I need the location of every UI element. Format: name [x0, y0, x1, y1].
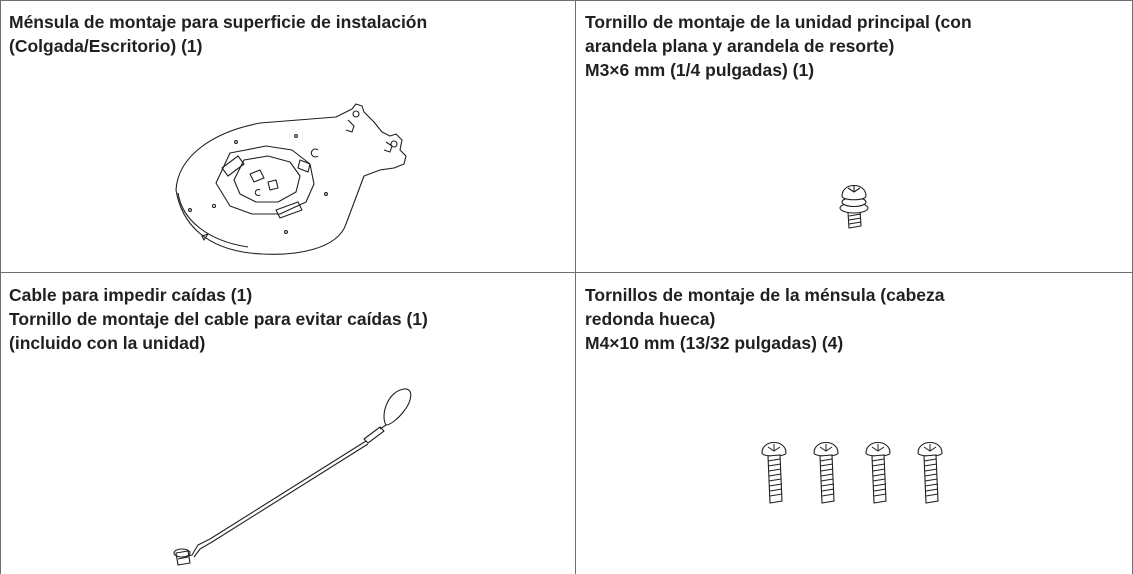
cell-fall-prevention-cable-text: Cable para impedir caídas (1) Tornillo d… — [9, 283, 428, 355]
text-line: (Colgada/Escritorio) (1) — [9, 36, 203, 56]
screw-1 — [761, 441, 787, 504]
bracket-screws-drawing — [761, 441, 943, 504]
screw-2 — [813, 441, 839, 504]
cell-main-unit-screw-text: Tornillo de montaje de la unidad princip… — [585, 10, 972, 82]
cell-mounting-bracket: Ménsula de montaje para superficie de in… — [0, 0, 575, 272]
screw-3 — [865, 441, 891, 504]
text-line: Ménsula de montaje para superficie de in… — [9, 12, 428, 32]
table-column-divider — [575, 0, 576, 574]
text-line: Tornillo de montaje del cable para evita… — [9, 309, 428, 329]
text-line: M4×10 mm (13/32 pulgadas) (4) — [585, 333, 844, 353]
cell-fall-prevention-cable: Cable para impedir caídas (1) Tornillo d… — [0, 273, 575, 574]
mounting-bracket-drawing — [168, 98, 418, 258]
text-line: Tornillos de montaje de la ménsula (cabe… — [585, 285, 945, 305]
cell-mounting-bracket-text: Ménsula de montaje para superficie de in… — [9, 10, 427, 58]
text-line: M3×6 mm (1/4 pulgadas) (1) — [585, 60, 815, 80]
table-border-top — [0, 0, 1133, 1]
text-line: Cable para impedir caídas (1) — [9, 285, 253, 305]
cell-bracket-screws: Tornillos de montaje de la ménsula (cabe… — [576, 273, 1133, 574]
text-line: (incluido con la unidad) — [9, 333, 206, 353]
text-line: Tornillo de montaje de la unidad princip… — [585, 12, 972, 32]
text-line: redonda hueca) — [585, 309, 716, 329]
cell-bracket-screws-text: Tornillos de montaje de la ménsula (cabe… — [585, 283, 945, 355]
fall-prevention-cable-drawing — [158, 385, 428, 565]
cell-main-unit-screw: Tornillo de montaje de la unidad princip… — [576, 0, 1133, 272]
table-border-left — [0, 0, 1, 574]
screw-with-washers-drawing — [834, 174, 874, 234]
table-row-divider — [0, 272, 1133, 273]
text-line: arandela plana y arandela de resorte) — [585, 36, 895, 56]
screw-4 — [917, 441, 943, 504]
